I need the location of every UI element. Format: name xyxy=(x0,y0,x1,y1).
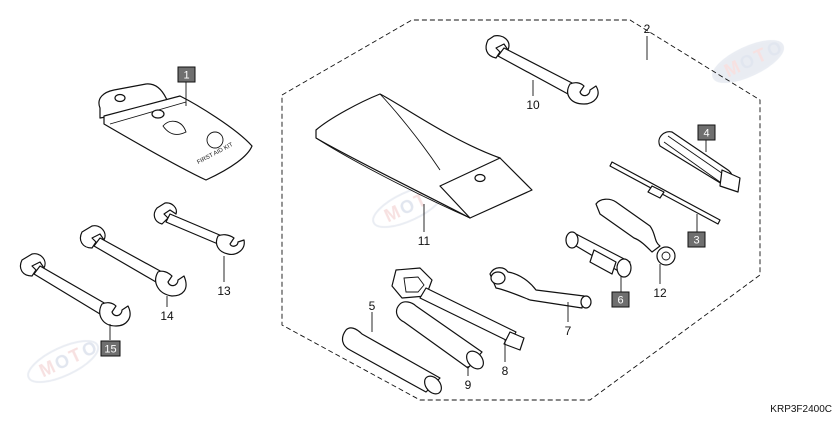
callout-4[interactable]: 4 xyxy=(697,124,716,141)
callout-15[interactable]: 15 xyxy=(100,340,121,357)
part-14-wrench[interactable] xyxy=(79,225,187,297)
callout-11-label: 11 xyxy=(418,234,431,248)
callout-1[interactable]: 1 xyxy=(177,66,196,83)
part-9-pipe[interactable] xyxy=(395,301,487,372)
callout-1-label: 1 xyxy=(183,70,189,82)
callout-3-label: 3 xyxy=(693,235,699,247)
callout-8-label: 8 xyxy=(502,364,509,378)
callout-7-label: 7 xyxy=(565,324,572,338)
part-4-screwdriver-handle[interactable] xyxy=(658,131,741,193)
callout-6[interactable]: 6 xyxy=(611,291,630,308)
part-15-wrench[interactable] xyxy=(19,253,131,327)
callout-7[interactable]: 7 xyxy=(565,324,572,338)
callout-3[interactable]: 3 xyxy=(687,231,706,248)
callout-13-label: 13 xyxy=(217,284,231,298)
callout-9-label: 9 xyxy=(465,378,472,392)
part-7-box-wrench[interactable] xyxy=(489,267,592,309)
leader-lines xyxy=(109,36,707,376)
part-11-tool-bag[interactable] xyxy=(315,93,533,219)
callout-2[interactable]: 2 xyxy=(644,22,651,36)
part-8-pin-spanner[interactable] xyxy=(391,267,525,351)
part-5-grip[interactable] xyxy=(341,327,445,397)
diagram-code: KRP3F2400C xyxy=(770,404,832,415)
part-13-wrench[interactable] xyxy=(153,202,245,255)
part-10-wrench[interactable] xyxy=(485,35,599,105)
callout-14[interactable]: 14 xyxy=(160,309,174,323)
callout-15-label: 15 xyxy=(104,344,116,356)
callout-5[interactable]: 5 xyxy=(369,299,376,313)
callout-13[interactable]: 13 xyxy=(217,284,231,298)
callout-5-label: 5 xyxy=(369,299,376,313)
callout-14-label: 14 xyxy=(160,309,174,323)
callout-12[interactable]: 12 xyxy=(653,286,667,300)
callout-9[interactable]: 9 xyxy=(465,378,472,392)
callout-2-label: 2 xyxy=(644,22,651,36)
callout-10-label: 10 xyxy=(526,98,540,112)
callout-10[interactable]: 10 xyxy=(526,98,540,112)
part-first-aid-kit[interactable]: FIRST AID KIT xyxy=(98,83,253,181)
callout-8[interactable]: 8 xyxy=(502,364,509,378)
callout-6-label: 6 xyxy=(617,295,623,307)
callout-11[interactable]: 11 xyxy=(418,234,431,248)
callout-12-label: 12 xyxy=(653,286,667,300)
part-3-screwdriver-blade[interactable] xyxy=(609,161,721,225)
part-12-spanner[interactable] xyxy=(595,198,676,266)
callout-4-label: 4 xyxy=(703,128,709,140)
part-6-plug-wrench[interactable] xyxy=(565,231,632,278)
